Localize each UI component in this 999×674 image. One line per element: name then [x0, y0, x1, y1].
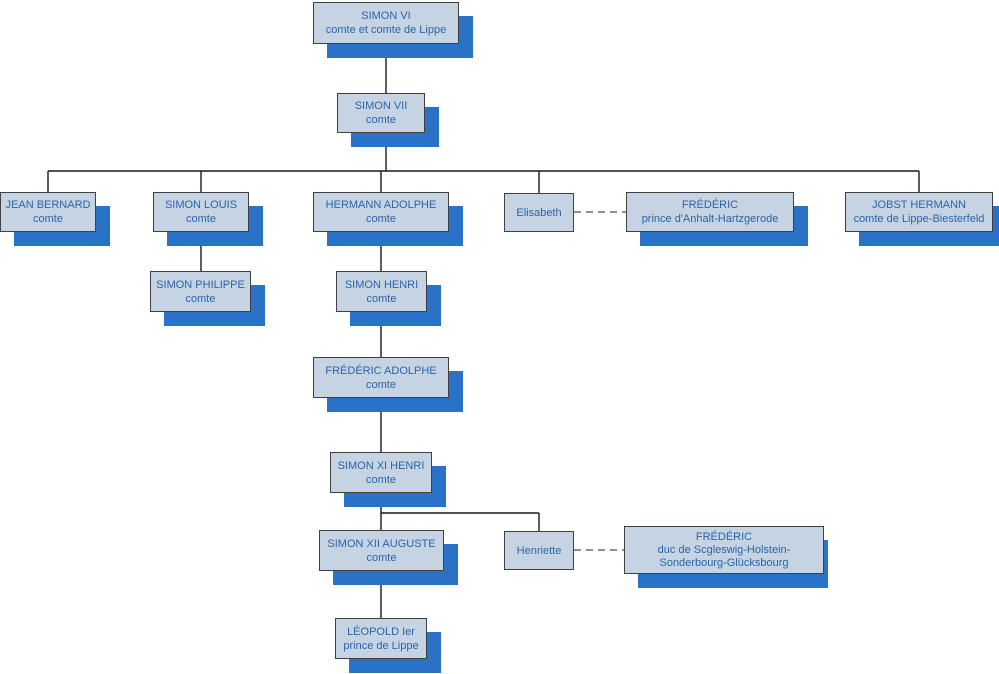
- node-box: SIMON VII comte: [337, 93, 425, 133]
- node-leopold-ier[interactable]: LÉOPOLD Ier prince de Lippe: [335, 618, 427, 659]
- node-subtitle: prince de Lippe: [343, 639, 419, 652]
- node-subtitle: comte: [366, 292, 397, 305]
- node-title: FRÉDÉRIC ADOLPHE: [325, 364, 437, 377]
- node-box: SIMON XII AUGUSTE comte: [319, 530, 444, 571]
- node-simon-vi[interactable]: SIMON VI comte et comte de Lippe: [313, 2, 459, 44]
- node-title: HERMANN ADOLPHE: [325, 199, 437, 211]
- node-box: SIMON XI HENRI comte: [330, 452, 432, 493]
- node-frederic-adolphe[interactable]: FRÉDÉRIC ADOLPHE comte: [313, 357, 449, 398]
- node-title: SIMON XII AUGUSTE: [327, 537, 436, 550]
- node-title: JOBST HERMANN: [872, 199, 966, 211]
- node-title: SIMON XI HENRI: [337, 459, 425, 472]
- node-subtitle: comte: [366, 378, 396, 391]
- node-frederic-schleswig[interactable]: FRÉDÉRIC duc de Scgleswig-Holstein-Sonde…: [624, 526, 824, 574]
- node-elisabeth[interactable]: Elisabeth: [504, 193, 574, 232]
- node-subtitle: comte: [366, 213, 396, 225]
- node-subtitle: comte: [33, 213, 63, 225]
- node-simon-louis[interactable]: SIMON LOUIS comte: [153, 192, 249, 232]
- node-box: SIMON LOUIS comte: [153, 192, 249, 232]
- node-simon-xii-auguste[interactable]: SIMON XII AUGUSTE comte: [319, 530, 444, 571]
- node-title: Elisabeth: [516, 206, 562, 219]
- node-title: Henriette: [516, 544, 562, 557]
- node-jobst-hermann[interactable]: JOBST HERMANN comte de Lippe-Biesterfeld: [845, 192, 993, 232]
- node-box: FRÉDÉRIC ADOLPHE comte: [313, 357, 449, 398]
- node-box: FRÉDÉRIC duc de Scgleswig-Holstein-Sonde…: [624, 526, 824, 574]
- node-box: FRÉDÉRIC prince d'Anhalt-Hartzgerode: [626, 192, 794, 232]
- node-title: LÉOPOLD Ier: [347, 625, 415, 638]
- node-simon-vii[interactable]: SIMON VII comte: [337, 93, 425, 133]
- node-title: SIMON VII: [354, 100, 408, 112]
- node-subtitle: prince d'Anhalt-Hartzgerode: [641, 213, 779, 225]
- node-frederic-anhalt[interactable]: FRÉDÉRIC prince d'Anhalt-Hartzgerode: [626, 192, 794, 232]
- node-box: JEAN BERNARD comte: [0, 192, 96, 232]
- node-title: FRÉDÉRIC: [681, 199, 739, 211]
- node-simon-henri[interactable]: SIMON HENRI comte: [336, 271, 427, 312]
- node-box: SIMON VI comte et comte de Lippe: [313, 2, 459, 44]
- node-simon-xi-henri[interactable]: SIMON XI HENRI comte: [330, 452, 432, 493]
- node-box: LÉOPOLD Ier prince de Lippe: [335, 618, 427, 659]
- node-box: HERMANN ADOLPHE comte: [313, 192, 449, 232]
- node-title: SIMON VI: [361, 10, 411, 22]
- node-subtitle: comte: [366, 473, 396, 486]
- node-subtitle: comte: [186, 213, 216, 225]
- node-box: SIMON HENRI comte: [336, 271, 427, 312]
- node-hermann-adolphe[interactable]: HERMANN ADOLPHE comte: [313, 192, 449, 232]
- node-box: Henriette: [504, 531, 574, 570]
- node-title: FRÉDÉRIC: [695, 531, 753, 543]
- node-subtitle: duc de Scgleswig-Holstein-Sonderbourg-Gl…: [657, 544, 791, 569]
- node-subtitle: comte de Lippe-Biesterfeld: [853, 213, 985, 225]
- node-title: SIMON LOUIS: [164, 199, 238, 211]
- node-box: JOBST HERMANN comte de Lippe-Biesterfeld: [845, 192, 993, 232]
- node-box: SIMON PHILIPPE comte: [150, 271, 251, 312]
- node-subtitle: comte et comte de Lippe: [325, 24, 447, 36]
- node-title: JEAN BERNARD: [5, 199, 91, 211]
- node-simon-philippe[interactable]: SIMON PHILIPPE comte: [150, 271, 251, 312]
- node-subtitle: comte: [185, 292, 216, 305]
- node-henriette[interactable]: Henriette: [504, 531, 574, 570]
- node-subtitle: comte: [366, 551, 397, 564]
- node-title: SIMON HENRI: [344, 278, 419, 291]
- node-box: Elisabeth: [504, 193, 574, 232]
- node-jean-bernard[interactable]: JEAN BERNARD comte: [0, 192, 96, 232]
- node-subtitle: comte: [366, 114, 396, 126]
- node-title: SIMON PHILIPPE: [156, 278, 245, 291]
